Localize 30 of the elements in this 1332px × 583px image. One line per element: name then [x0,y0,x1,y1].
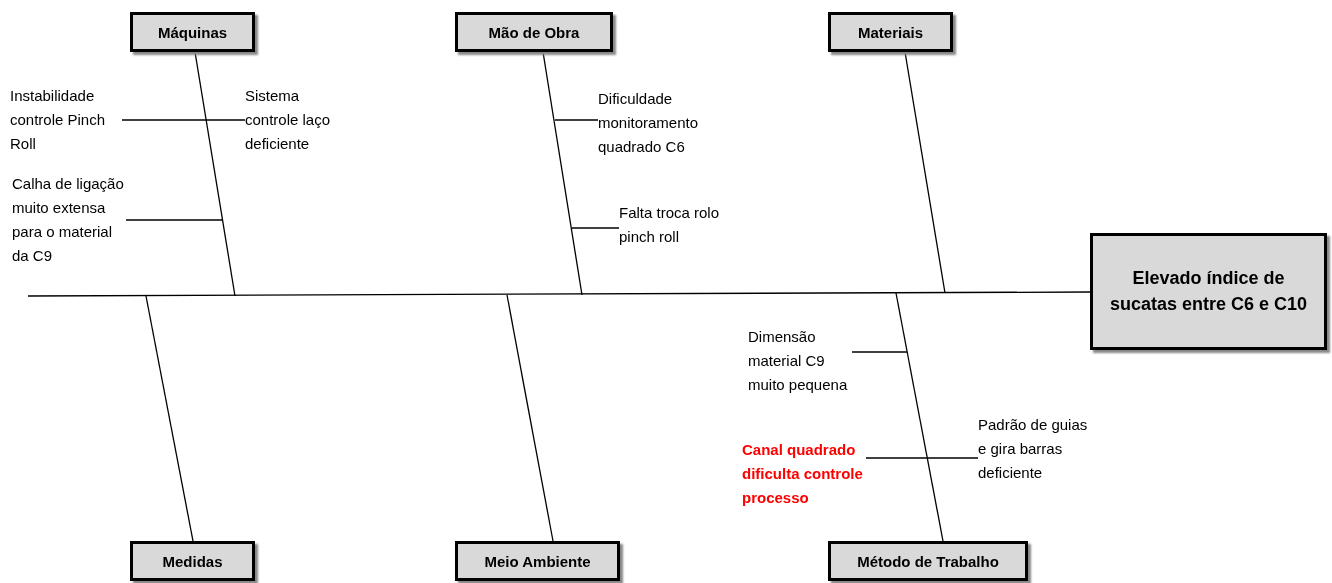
leader-line [571,227,620,229]
category-box: Método de Trabalho [828,541,1028,581]
leader-line [926,457,979,459]
leader-line [125,219,224,221]
effect-box: Elevado índice de sucatas entre C6 e C10 [1090,233,1327,350]
cause-text: Falta troca rolo pinch roll [619,201,749,249]
category-box: Medidas [130,541,255,581]
category-box: Máquinas [130,12,255,52]
category-box: Materiais [828,12,953,52]
bone-line [895,292,944,542]
cause-text: Canal quadrado dificulta controle processo [742,438,866,510]
cause-text: Sistema controle laço deficiente [245,84,347,156]
leader-line [851,351,908,353]
leader-line [554,119,599,121]
cause-text: Dimensão material C9 muito pequena [748,325,852,397]
leader-line [206,119,246,121]
leader-line [121,119,208,121]
category-box: Meio Ambiente [455,541,620,581]
cause-text: Calha de ligação muito extensa para o material da C9 [12,172,126,268]
cause-text: Padrão de guias e gira barras deficiente [978,413,1094,485]
category-box: Mão de Obra [455,12,613,52]
bone-line [145,295,194,542]
bone-line [506,294,554,542]
spine-line [27,291,1091,297]
bone-line [194,51,236,297]
leader-line [865,457,928,459]
bone-line [542,51,583,296]
cause-text: Instabilidade controle Pinch Roll [10,84,122,156]
bone-line [904,51,946,294]
cause-text: Dificuldade monitoramento quadrado C6 [598,87,738,159]
